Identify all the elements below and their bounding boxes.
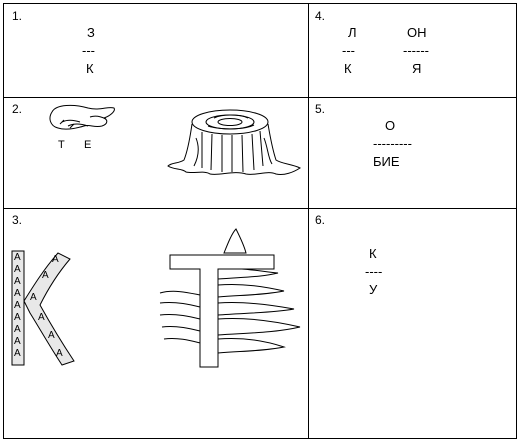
- grid-row2-divider: [3, 208, 517, 209]
- hand-letter: Е: [84, 139, 92, 151]
- grid-middle-divider: [308, 3, 309, 439]
- filler-letter: А: [14, 252, 21, 263]
- rebus-dash-line: ----: [365, 264, 383, 279]
- grid-bottom-border: [3, 438, 517, 439]
- rebus-left-dash: ---: [342, 43, 355, 58]
- cell-5: 5. О --------- БИЕ: [309, 98, 516, 208]
- filler-letter: А: [14, 324, 21, 335]
- rebus-right-bottom: Я: [412, 61, 422, 76]
- filler-letter: А: [14, 276, 21, 287]
- cell-number: 6.: [315, 213, 326, 227]
- hand-drawing: [49, 104, 115, 130]
- filler-letter: А: [14, 348, 21, 359]
- cell-6: 6. К ---- У: [309, 209, 516, 438]
- filler-letter: А: [52, 254, 59, 265]
- filler-letter: А: [14, 312, 21, 323]
- rebus-dash-line: ---------: [373, 136, 412, 151]
- rebus-top-letter: К: [369, 246, 377, 261]
- big-letter-k-drawing: [11, 250, 75, 366]
- rebus-right-dash: ------: [403, 43, 429, 58]
- filler-letter: А: [30, 292, 37, 303]
- filler-letter: А: [14, 288, 21, 299]
- filler-letter: А: [38, 312, 45, 323]
- rebus-dash-line: ---: [82, 43, 95, 58]
- filler-letter: А: [48, 330, 55, 341]
- cell-number: 3.: [12, 213, 23, 227]
- cell-4: 4. Л --- К ОН ------ Я: [309, 4, 516, 97]
- cell-number: 4.: [315, 9, 326, 23]
- cell-number: 2.: [12, 102, 23, 116]
- cell-1: 1. З --- К: [4, 4, 308, 97]
- grid-right-border: [516, 3, 517, 439]
- cell-3: 3. А А А А А А А А А А А А А А А: [4, 209, 308, 438]
- filler-letter: А: [42, 270, 49, 281]
- rebus-top-letter: З: [87, 25, 95, 40]
- filler-letter: А: [56, 348, 63, 359]
- grid-left-border: [3, 3, 4, 439]
- rebus-bottom-letter: У: [369, 282, 378, 297]
- grid-top-border: [3, 3, 517, 4]
- rebus-right-top: ОН: [407, 25, 427, 40]
- rebus-left-top: Л: [348, 25, 357, 40]
- hand-letter: Т: [58, 139, 65, 151]
- cell-number: 5.: [315, 102, 326, 116]
- filler-letter: А: [14, 336, 21, 347]
- big-letter-t-with-tree-drawing: [159, 228, 301, 368]
- filler-letter: А: [14, 264, 21, 275]
- rebus-top-letter: О: [385, 118, 396, 133]
- filler-letter: А: [14, 300, 21, 311]
- rebus-left-bottom: К: [344, 61, 352, 76]
- grid-row1-divider: [3, 97, 517, 98]
- cell-2: 2. Т Е: [4, 98, 308, 208]
- cell-number: 1.: [12, 9, 23, 23]
- rebus-bottom-letter: К: [86, 61, 94, 76]
- stump-drawing: [167, 109, 301, 175]
- rebus-bottom-letters: БИЕ: [373, 154, 400, 169]
